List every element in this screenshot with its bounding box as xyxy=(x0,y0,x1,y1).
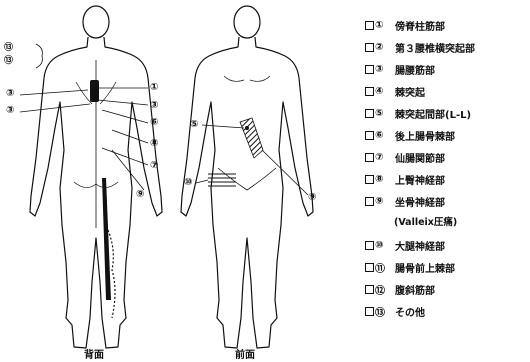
legend-label: 坐骨神経部 xyxy=(395,194,445,209)
checkbox-icon xyxy=(365,263,374,272)
legend-item: ⑫ 腹斜筋部 xyxy=(365,280,435,298)
legend-label: 腹斜筋部 xyxy=(395,282,435,297)
callout-label: ⑤ xyxy=(190,119,198,130)
checkbox-icon xyxy=(365,153,374,162)
legend-item: ② 第３腰椎横突起部 xyxy=(365,38,475,56)
front-figure xyxy=(181,6,313,348)
legend-item: ⑤ 棘突起間部(L-L) xyxy=(365,104,471,122)
legend-number: ⑤ xyxy=(375,108,389,119)
legend-item: ③ 腸腰筋部 xyxy=(365,60,435,78)
legend-item: ⑪ 腸骨前上棘部 xyxy=(365,258,455,276)
checkbox-icon xyxy=(365,307,374,316)
legend-item: ⑧ 上臀神経部 xyxy=(365,170,445,188)
legend-label: 腸骨前上棘部 xyxy=(395,260,455,275)
legend-label: その他 xyxy=(395,304,425,319)
callout-label: ① xyxy=(150,82,158,93)
legend-label: 棘突起間部(L-L) xyxy=(395,106,471,121)
marked-area-sciatic xyxy=(102,178,111,300)
callout-label: ③ xyxy=(6,88,14,99)
callout-label: ⑨ xyxy=(136,189,144,200)
callout-label: ⑬ xyxy=(4,53,13,66)
callout-label: ⑦ xyxy=(150,160,158,171)
checkbox-icon xyxy=(365,43,374,52)
callout-label: ③ xyxy=(6,105,14,116)
callout-label: ⑧ xyxy=(150,138,158,149)
legend-number: ⑪ xyxy=(375,260,389,275)
legend-number: ⑥ xyxy=(375,130,389,141)
checkbox-icon xyxy=(365,131,374,140)
legend-number: ⑫ xyxy=(375,282,389,297)
legend-item: ⑨ 坐骨神経部 xyxy=(365,192,445,210)
checkbox-icon xyxy=(365,241,374,250)
callout-label: ⑨ xyxy=(308,192,316,203)
checkbox-icon xyxy=(365,175,374,184)
legend-item: ⑩ 大腿神経部 xyxy=(365,236,445,254)
legend-number: ① xyxy=(375,20,389,31)
legend-number: ② xyxy=(375,42,389,53)
legend-label: 棘突起 xyxy=(395,84,425,99)
legend-label: 上臀神経部 xyxy=(395,172,445,187)
legend-label: 仙腸関節部 xyxy=(395,150,445,165)
callout-label: ⑥ xyxy=(150,117,158,128)
legend-item: ⑬ その他 xyxy=(365,302,425,320)
legend-item: ④ 棘突起 xyxy=(365,82,425,100)
back-view-caption: 背面 xyxy=(84,346,104,361)
legend-label: 後上腸骨棘部 xyxy=(395,128,455,143)
callout-label: ③ xyxy=(150,100,158,111)
legend-label: 大腿神経部 xyxy=(395,238,445,253)
legend-number: ③ xyxy=(375,64,389,75)
legend-number: ⑩ xyxy=(375,240,389,251)
checkbox-icon xyxy=(365,285,374,294)
legend-item: ① 傍脊柱筋部 xyxy=(365,16,445,34)
legend-number: ④ xyxy=(375,86,389,97)
callout-label: ⑬ xyxy=(4,40,13,53)
legend-number: ⑨ xyxy=(375,196,389,207)
back-figure xyxy=(30,6,162,348)
legend-continuation: (Valleix圧痛) xyxy=(394,214,457,230)
legend-number: ⑦ xyxy=(375,152,389,163)
checkbox-icon xyxy=(365,109,374,118)
checkbox-icon xyxy=(365,87,374,96)
marked-area-iliopsoas xyxy=(240,118,263,158)
legend-item: ⑥ 後上腸骨棘部 xyxy=(365,126,455,144)
legend-label: 腸腰筋部 xyxy=(395,62,435,77)
checkbox-icon xyxy=(365,65,374,74)
legend-number: ⑧ xyxy=(375,174,389,185)
front-view-caption: 前面 xyxy=(235,346,255,361)
legend-label: 傍脊柱筋部 xyxy=(395,18,445,33)
callout-label: ⑩ xyxy=(184,177,192,188)
legend-item: ⑦ 仙腸関節部 xyxy=(365,148,445,166)
legend-label: 第３腰椎横突起部 xyxy=(395,40,475,55)
checkbox-icon xyxy=(365,21,374,30)
legend-number: ⑬ xyxy=(375,304,389,319)
marked-area-paraspinal xyxy=(90,80,99,102)
leader-lines xyxy=(20,44,308,195)
checkbox-icon xyxy=(365,197,374,206)
